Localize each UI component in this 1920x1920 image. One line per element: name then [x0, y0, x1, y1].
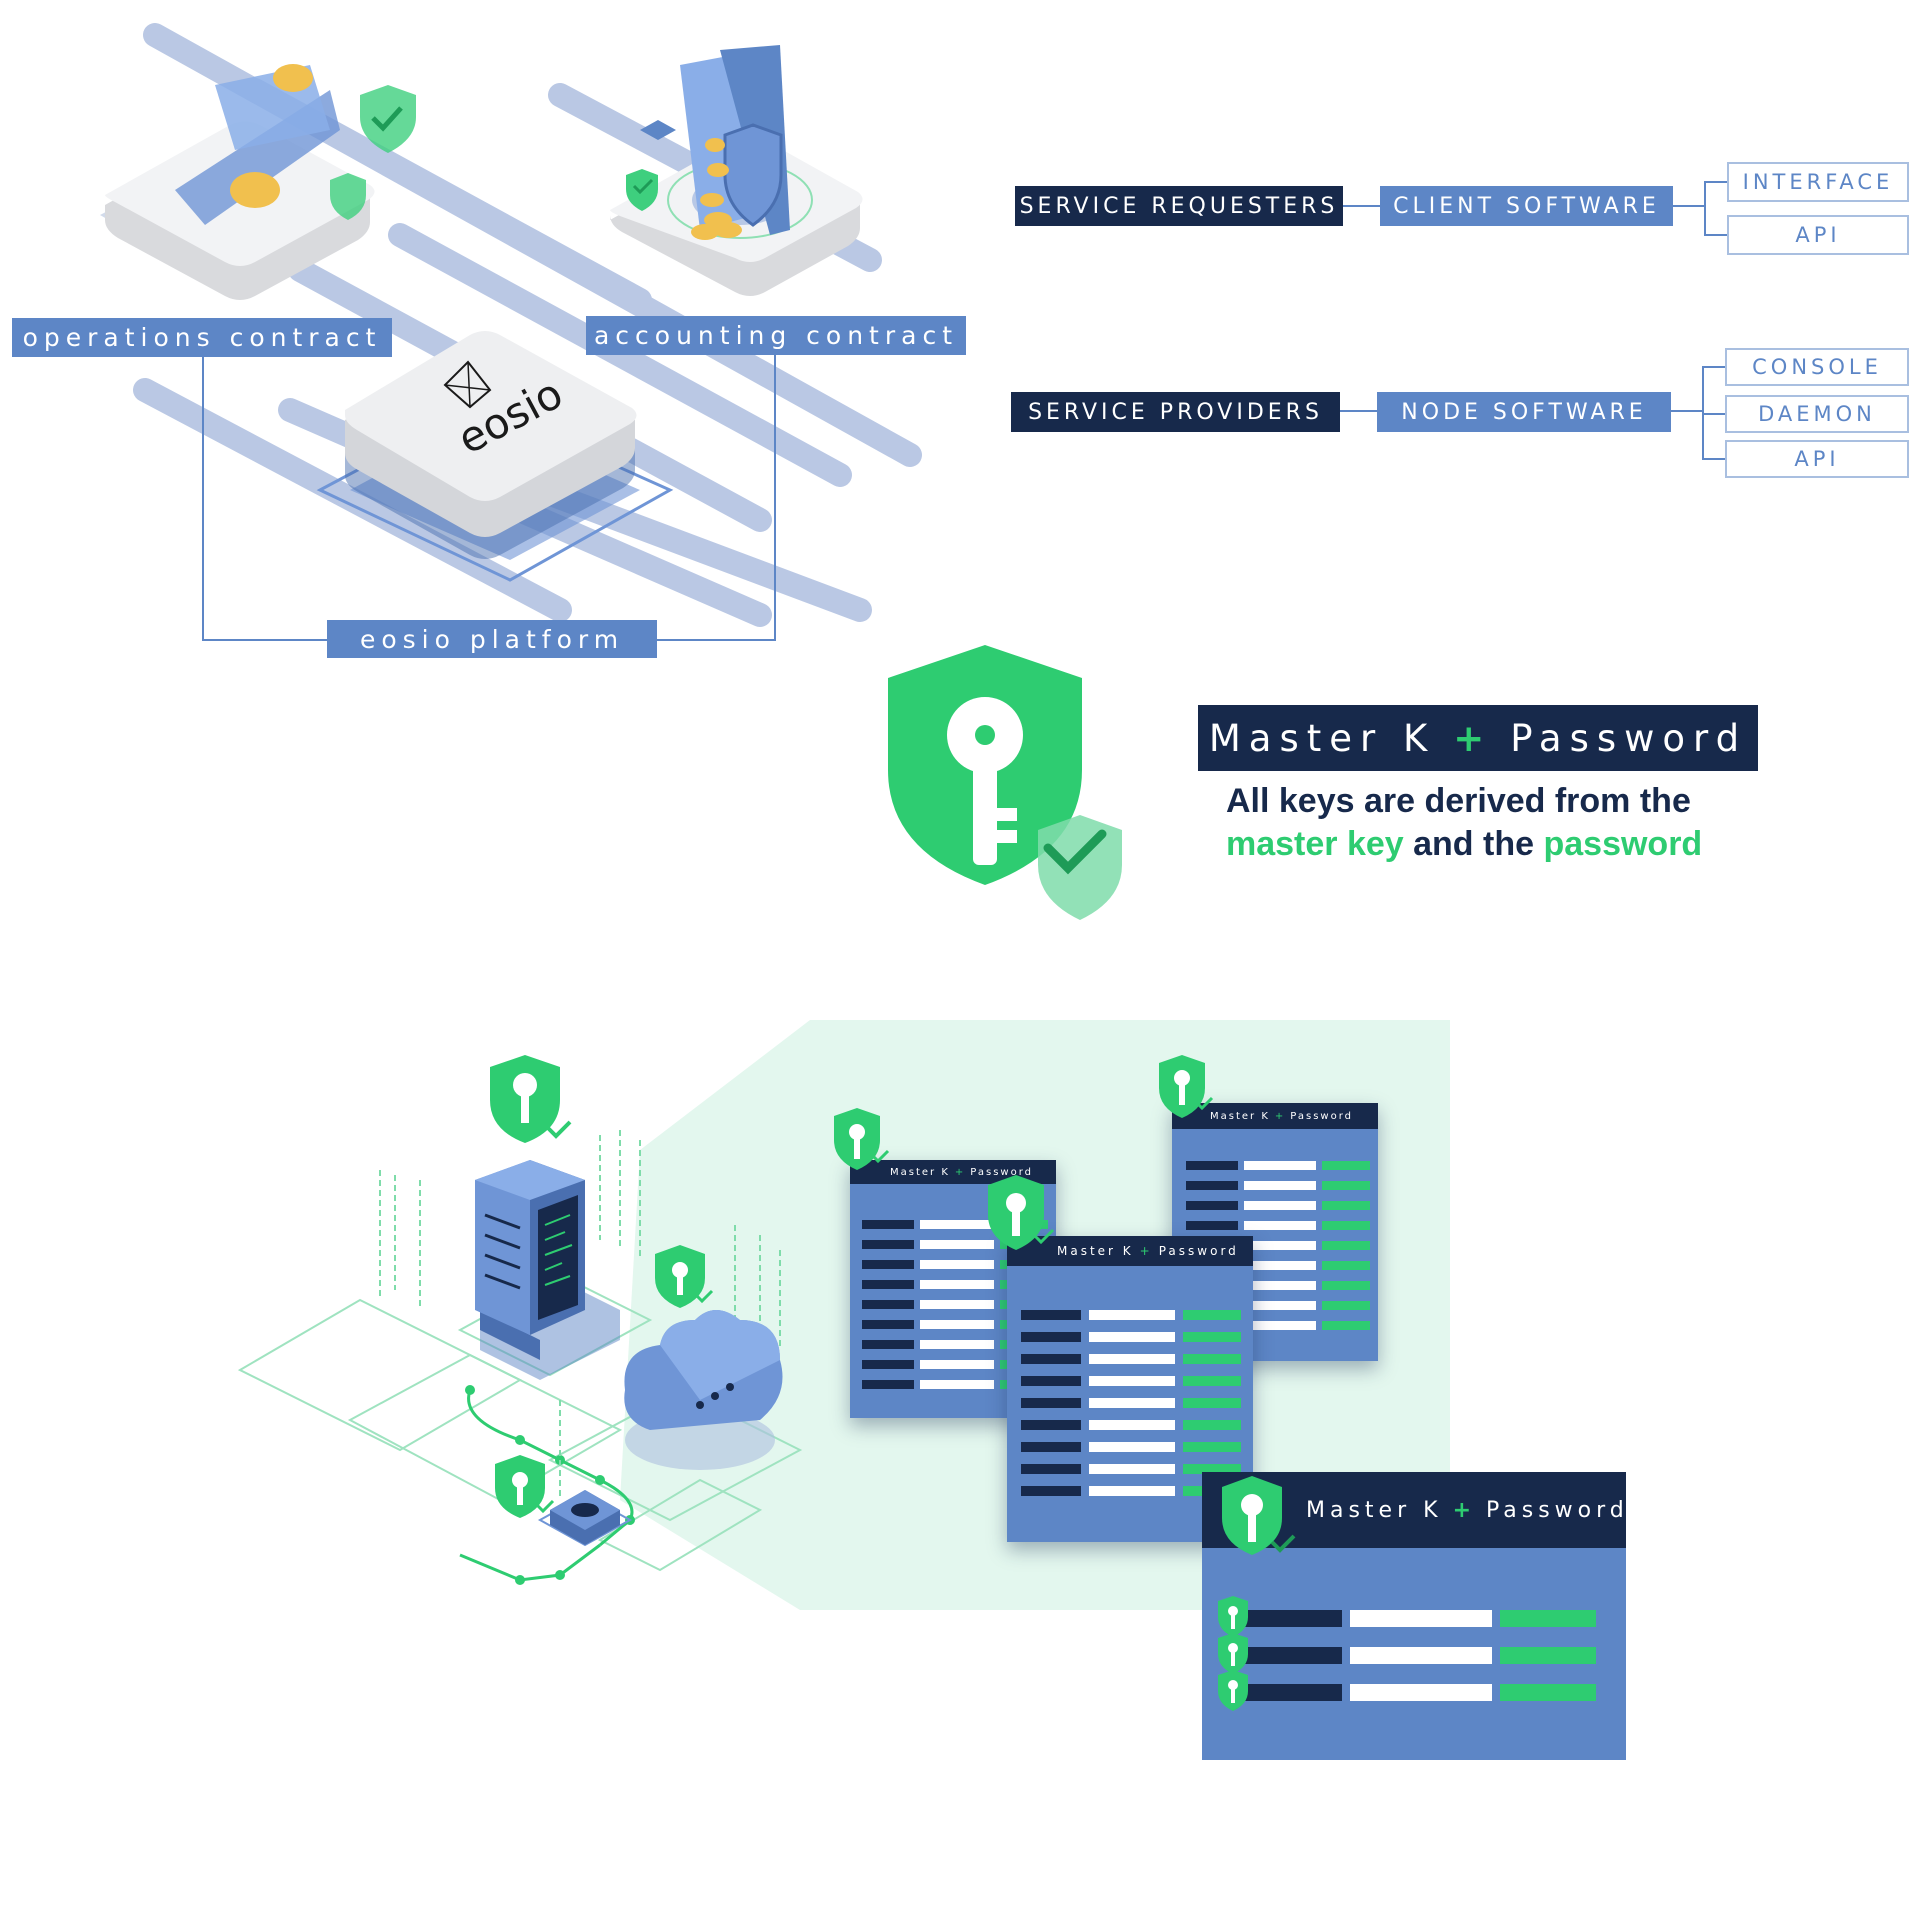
banner-password-text: Password: [1510, 716, 1748, 760]
scene-key-shield-3: [495, 1455, 555, 1518]
tagline-password: password: [1543, 825, 1703, 863]
key-panel-middle: Master K + Password: [1007, 1236, 1253, 1542]
panel-title-plus: +: [954, 1166, 966, 1178]
panel-title-right: Password: [1290, 1110, 1353, 1122]
panel-header: Master K + Password: [850, 1160, 1056, 1184]
panel-header: Master K + Password: [1172, 1103, 1378, 1129]
panel-title-left: Master K: [1210, 1110, 1270, 1122]
panel-title-left: Master K: [890, 1166, 950, 1178]
eosio-center-tile: eosio: [316, 331, 674, 582]
client-api-item: API: [1727, 215, 1909, 255]
platform-frame: [202, 355, 776, 641]
panel-header: Master K + Password: [1202, 1472, 1626, 1548]
scene-key-shield-2: [655, 1245, 714, 1308]
circuit-path: [459, 1389, 634, 1582]
accounting-contract-label: accounting contract: [586, 316, 966, 355]
operations-contract-label: operations contract: [12, 318, 392, 357]
panel-title-right: Password: [970, 1166, 1033, 1178]
tagline-master-key: master key: [1226, 825, 1404, 863]
banner-master-text: Master K: [1208, 716, 1436, 760]
tagline-line-1: All keys are derived from the: [1226, 782, 1691, 820]
master-key-tagline: All keys are derived from the master key…: [1226, 780, 1746, 866]
scene-key-shield-1: [490, 1055, 572, 1143]
code-columns: [379, 1130, 781, 1500]
banner-plus-text: +: [1453, 716, 1493, 760]
client-software-label: CLIENT SOFTWARE: [1380, 186, 1673, 226]
panel-title-left: Master K: [1057, 1244, 1134, 1258]
key-shield-icon: [888, 645, 1082, 885]
server-icon: [475, 1160, 620, 1380]
panel-title-left: Master K: [1306, 1497, 1443, 1523]
check-shield-icon: [1038, 815, 1122, 920]
panel-title-right: Password: [1158, 1244, 1239, 1258]
node-box-icon: [537, 1490, 633, 1547]
master-key-banner: Master K + Password: [1198, 705, 1758, 771]
tagline-and: and the: [1403, 825, 1544, 863]
client-interface-item: INTERFACE: [1727, 162, 1909, 202]
key-panel-front: Master K + Password: [1202, 1472, 1626, 1760]
service-providers-label: SERVICE PROVIDERS: [1011, 392, 1340, 432]
panel-header: Master K + Password: [1007, 1236, 1253, 1266]
tagline-line-2: master key and the password: [1226, 823, 1746, 866]
node-console-item: CONSOLE: [1725, 348, 1909, 386]
node-api-item: API: [1725, 440, 1909, 478]
node-daemon-item: DAEMON: [1725, 395, 1909, 433]
accounting-tile-icon: [610, 45, 863, 296]
service-requesters-label: SERVICE REQUESTERS: [1015, 186, 1343, 226]
panel-title-plus: +: [1452, 1497, 1476, 1523]
cloud-icon: [624, 1310, 783, 1470]
panel-title-plus: +: [1139, 1244, 1153, 1258]
panel-title-plus: +: [1274, 1110, 1286, 1122]
eosio-platform-label: eosio platform: [327, 620, 657, 658]
node-software-label: NODE SOFTWARE: [1377, 392, 1671, 432]
operations-tile-icon: [100, 64, 416, 300]
panel-title-right: Password: [1486, 1497, 1626, 1523]
